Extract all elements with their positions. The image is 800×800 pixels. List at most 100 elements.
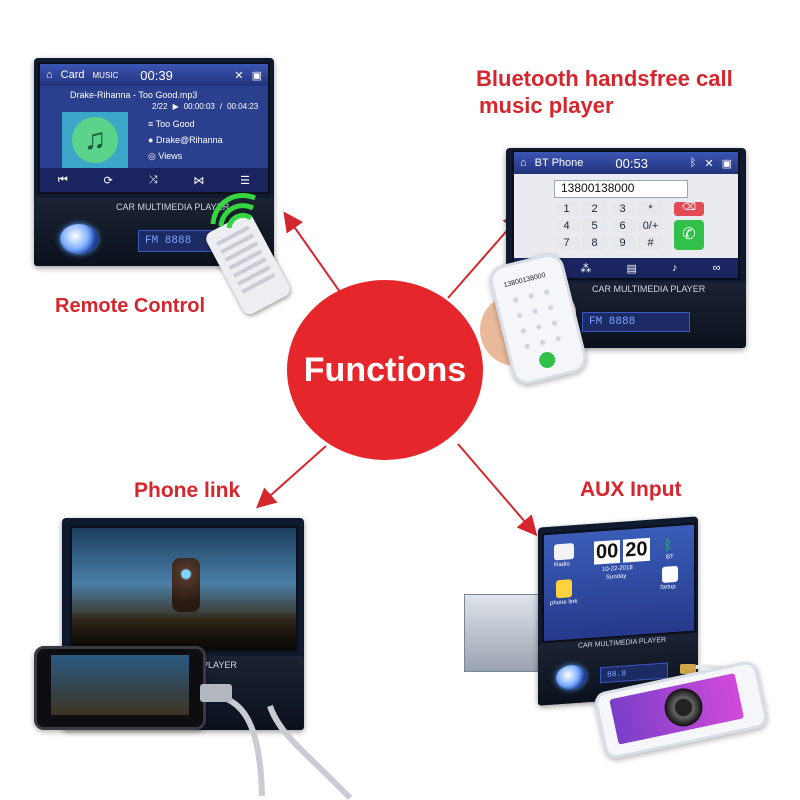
phone-screen-movie xyxy=(51,655,189,715)
landscape-smartphone xyxy=(34,646,206,730)
aux-setup-label: Setup xyxy=(660,583,676,592)
phone-topbar: ⌂ BT Phone 00:53 ᛒ ✕ ▣ xyxy=(514,152,738,174)
smartphone-keypad xyxy=(506,282,568,355)
phone-player-label: CAR MULTIMEDIA PLAYER xyxy=(592,284,706,294)
functions-label: Functions xyxy=(303,350,467,389)
movie-scene xyxy=(72,610,296,650)
contacts-icon[interactable]: ▤ xyxy=(626,262,637,275)
dial-key[interactable]: 0/+ xyxy=(638,219,663,233)
dial-key[interactable]: 2 xyxy=(582,202,607,216)
label-bluetooth: Bluetooth handsfree call music player xyxy=(476,65,733,119)
track-artist-row: ● Drake@Rihanna xyxy=(148,132,223,148)
list-icon: ≡ xyxy=(148,119,156,129)
aux-phone-link-icon[interactable] xyxy=(556,579,572,599)
track-title: Too Good xyxy=(155,119,195,129)
arrow-bottom-left xyxy=(256,445,327,509)
wireless-signal-icon xyxy=(210,192,257,229)
label-phone-link: Phone link xyxy=(134,479,241,502)
settings-icon[interactable]: ✕ xyxy=(234,69,244,82)
clock-hours: 00 xyxy=(594,539,621,565)
robot-figure xyxy=(172,558,200,612)
home-icon[interactable]: ⌂ xyxy=(46,69,53,81)
call-button[interactable]: ✆ xyxy=(674,220,704,250)
track-progress: 2/22 ▶ 00:00:03 / 00:04:23 xyxy=(152,102,259,111)
aux-screen: Radio phone link 00 20 10-22-2018 Sunday… xyxy=(542,522,696,644)
aux-radio-icon[interactable] xyxy=(554,543,574,561)
music-source: Card xyxy=(60,69,85,81)
dial-key[interactable]: * xyxy=(638,202,663,216)
settings-icon[interactable]: ✕ xyxy=(704,157,714,170)
aux-volume-knob[interactable] xyxy=(556,664,586,691)
prev-icon[interactable]: ⏮ xyxy=(57,173,68,186)
aux-day: Sunday xyxy=(606,573,627,581)
movie-screen xyxy=(70,526,298,652)
dial-key[interactable]: 4 xyxy=(554,219,579,233)
label-bluetooth-line1: Bluetooth handsfree call xyxy=(476,66,733,91)
track-views-row: ◎ Views xyxy=(148,148,223,164)
clock-minutes: 20 xyxy=(623,537,650,563)
track-views: Views xyxy=(158,151,183,161)
music-topbar: ⌂ Card MUSIC 00:39 ✕ ▣ xyxy=(40,64,268,86)
aux-phone-link-label: phone link xyxy=(550,598,578,607)
label-aux-input: AUX Input xyxy=(580,478,682,501)
label-remote-control: Remote Control xyxy=(55,295,205,317)
aux-setup-icon[interactable] xyxy=(662,565,678,583)
movie-player-label: PLAYER xyxy=(202,660,237,670)
track-file: Drake-Rihanna - Too Good.mp3 xyxy=(70,90,198,100)
track-info-list: ≡ Too Good ● Drake@Rihanna ◎ Views xyxy=(148,116,223,164)
phone-screen-title: BT Phone xyxy=(534,157,584,169)
music-screen: ⌂ Card MUSIC 00:39 ✕ ▣ Drake-Rihanna - T… xyxy=(38,62,270,194)
screen-icon[interactable]: ▣ xyxy=(251,69,262,82)
shuffle-icon[interactable]: ⤨ xyxy=(148,173,158,186)
album-disc-icon xyxy=(660,684,707,730)
dial-key[interactable]: 6 xyxy=(610,219,635,233)
label-bluetooth-line2: music player xyxy=(479,93,614,118)
disc-icon: ◎ xyxy=(148,151,159,161)
dial-key[interactable]: 3 xyxy=(610,202,635,216)
screen-icon[interactable]: ▣ xyxy=(721,157,732,170)
dial-key[interactable]: 7 xyxy=(554,236,579,250)
aux-bt-label: BT xyxy=(666,554,674,561)
dial-key[interactable]: 1 xyxy=(554,202,579,216)
dial-key[interactable]: 5 xyxy=(582,219,607,233)
phone-unit-lcd: FM 8888 xyxy=(582,312,690,332)
arrow-top-left xyxy=(283,211,341,293)
aux-date: 10-22-2018 xyxy=(602,564,633,574)
track-index: 2/22 xyxy=(152,102,168,111)
smartphone-call-icon[interactable] xyxy=(537,350,557,370)
music-time: 00:39 xyxy=(140,67,173,83)
menu-icon[interactable]: ☰ xyxy=(240,174,251,187)
music-controls: ⏮ ⟳ ⤨ ⋈ ☰ xyxy=(40,168,268,192)
car-unit-music: ⌂ Card MUSIC 00:39 ✕ ▣ Drake-Rihanna - T… xyxy=(34,58,274,266)
track-artist: Drake@Rihanna xyxy=(155,135,223,145)
music-player-label: CAR MULTIMEDIA PLAYER xyxy=(116,202,230,212)
bluetooth-icon: ᛒ xyxy=(689,157,697,169)
album-art-music-icon: ♫ xyxy=(62,112,128,168)
functions-circle: Functions xyxy=(287,280,483,460)
person-icon: ● xyxy=(148,135,156,145)
dial-key[interactable]: # xyxy=(638,236,663,250)
dial-key[interactable]: 9 xyxy=(610,236,635,250)
repeat-icon[interactable]: ⟳ xyxy=(103,174,113,187)
aux-radio-label: Radio xyxy=(554,561,570,569)
home-icon[interactable]: ⌂ xyxy=(520,157,527,169)
music-mode: MUSIC xyxy=(92,70,119,80)
usb-cable xyxy=(200,684,353,800)
dial-key[interactable]: 8 xyxy=(582,236,607,250)
track-total: 00:04:23 xyxy=(227,102,259,111)
dialed-number-field[interactable]: 13800138000 xyxy=(554,180,688,198)
aux-bt-icon[interactable]: ᛒ xyxy=(664,536,673,553)
eq-icon[interactable]: ⋈ xyxy=(193,174,205,187)
arrow-bottom-right xyxy=(457,443,538,537)
delete-button[interactable]: ⌫ xyxy=(674,202,704,216)
phone-time: 00:53 xyxy=(615,155,648,171)
music-icon[interactable]: ♪ xyxy=(672,262,678,274)
track-elapsed: 00:00:03 xyxy=(183,102,215,111)
play-icon: ▶ xyxy=(172,102,179,111)
link-icon[interactable]: ∞ xyxy=(712,262,721,274)
dialpad-icon[interactable]: ⁂ xyxy=(580,262,592,275)
volume-knob[interactable] xyxy=(60,224,98,254)
